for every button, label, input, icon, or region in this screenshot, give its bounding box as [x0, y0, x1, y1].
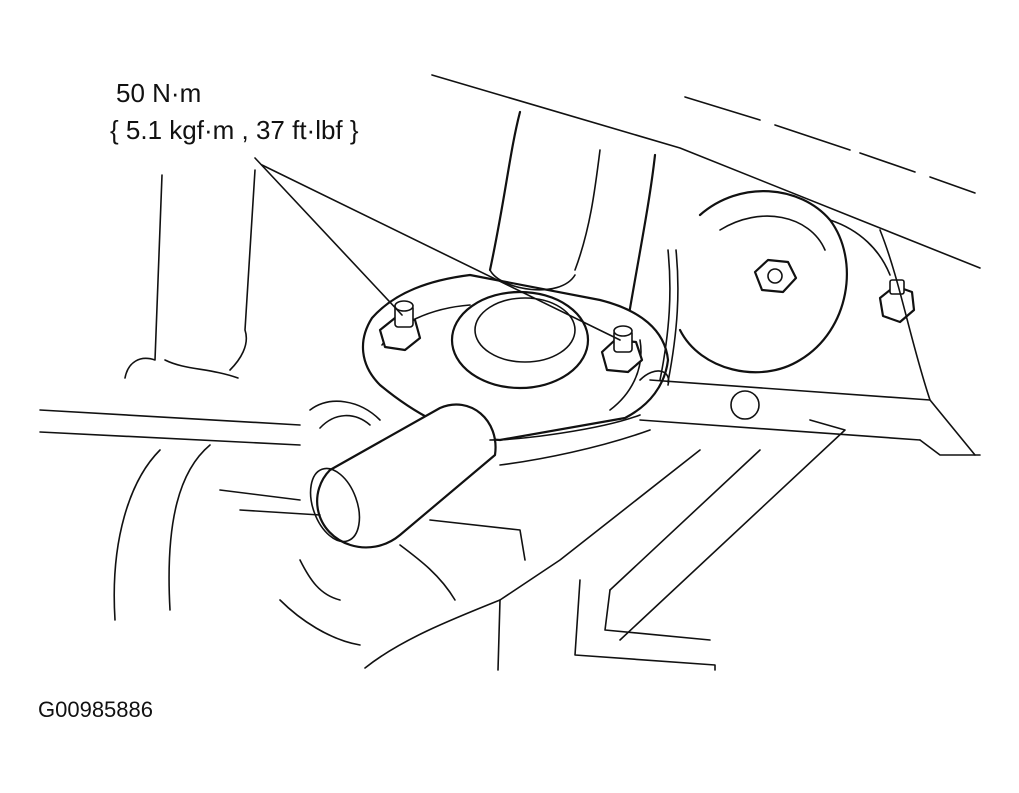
body-floor-edge [431, 74, 981, 269]
front-exhaust-pipe [488, 110, 657, 322]
crossmember [39, 229, 981, 671]
chassis-hole [730, 390, 760, 420]
torque-leader-lines [254, 157, 621, 341]
lower-frame [113, 400, 526, 646]
exhaust-mount [678, 190, 891, 374]
torque-value-label: 50 N·m [116, 78, 202, 108]
flange-bolt-right [600, 325, 644, 374]
rear-exhaust-pipe [309, 403, 651, 549]
left-support-member [124, 169, 256, 379]
torque-conversion-label: { 5.1 kgf·m , 37 ft·lbf } [110, 115, 359, 145]
right-small-bolt [878, 279, 916, 324]
figure-id-label: G00985886 [38, 697, 153, 722]
flange-bolt-left [378, 300, 422, 352]
